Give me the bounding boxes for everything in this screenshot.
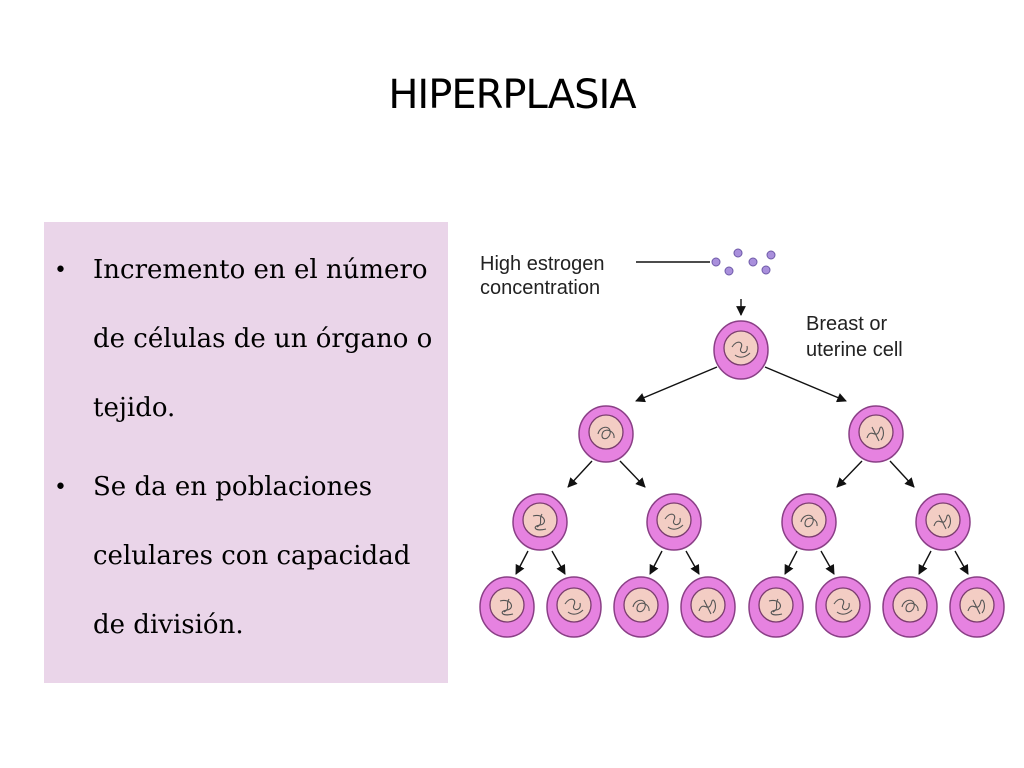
cell [815,576,871,638]
chromatin-strand [597,426,615,440]
chromatin-strand [833,598,853,615]
division-arrow [551,550,566,575]
cell-nucleus [588,414,624,450]
cell-tree [479,320,1005,638]
hormone-molecule [766,250,776,260]
chromatin-strand [698,599,716,615]
cell [781,493,837,551]
cell-nucleus [690,587,726,623]
bullet-item: • Incremento en el número de células de … [44,236,448,443]
bullet-icon: • [54,258,67,283]
text-panel: • Incremento en el número de células de … [44,222,448,683]
chromatin-strand [866,426,884,442]
cell-label: Breast or [806,313,887,335]
division-arrow [764,366,847,403]
cell [613,576,669,638]
hormone-molecule [748,257,758,267]
division-arrow [784,550,798,575]
hormone-molecule [724,266,734,276]
stimulus-label: High estrogen [480,253,605,275]
cell [512,493,568,551]
division-arrow [685,550,700,575]
hormone-molecules [711,248,776,276]
cell-nucleus [623,587,659,623]
division-arrow [619,460,646,488]
division-arrow [820,550,835,575]
cell [578,405,634,463]
chromatin-strand [632,599,650,613]
cell [882,576,938,638]
cell-nucleus [791,502,827,538]
chromatin-strand [731,341,751,358]
chromatin-strand [532,513,547,531]
cell [748,576,804,638]
chromatin-strand [901,599,919,613]
bullet-text: Incremento en el número de células de un… [93,255,433,423]
chromatin-strand [800,514,818,528]
bullet-icon: • [54,475,67,500]
cell [949,576,1005,638]
cell [546,576,602,638]
cell [848,405,904,463]
cell [646,493,702,551]
hormone-molecule [711,257,721,267]
cell-nucleus [858,414,894,450]
slide-title: HIPERPLASIA [388,72,636,118]
chromatin-strand [499,598,514,616]
division-arrow [836,460,863,488]
hormone-molecule [733,248,743,258]
division-arrow [635,366,718,403]
cell [479,576,535,638]
chromatin-strand [564,598,584,615]
chromatin-strand [664,513,684,530]
division-arrow [954,550,969,575]
hyperplasia-diagram: High estrogen concentration Breast or ut… [479,248,1005,638]
chromatin-strand [967,599,985,615]
division-arrow [515,550,529,575]
division-arrow [918,550,932,575]
cell-label: uterine cell [806,339,903,361]
chromatin-strand [768,598,783,616]
cell-nucleus [925,502,961,538]
cell-nucleus [892,587,928,623]
stimulus-label: concentration [480,277,600,299]
cell [915,493,971,551]
division-arrow [567,460,593,488]
division-arrows [515,299,969,575]
division-arrow [649,550,663,575]
cell [713,320,769,380]
chromatin-strand [933,514,951,530]
cell [680,576,736,638]
cell-nucleus [959,587,995,623]
bullet-text: Se da en poblaciones celulares con capac… [93,472,411,640]
hormone-molecule [761,265,771,275]
bullet-item: • Se da en poblaciones celulares con cap… [44,453,448,660]
division-arrow [889,460,915,488]
